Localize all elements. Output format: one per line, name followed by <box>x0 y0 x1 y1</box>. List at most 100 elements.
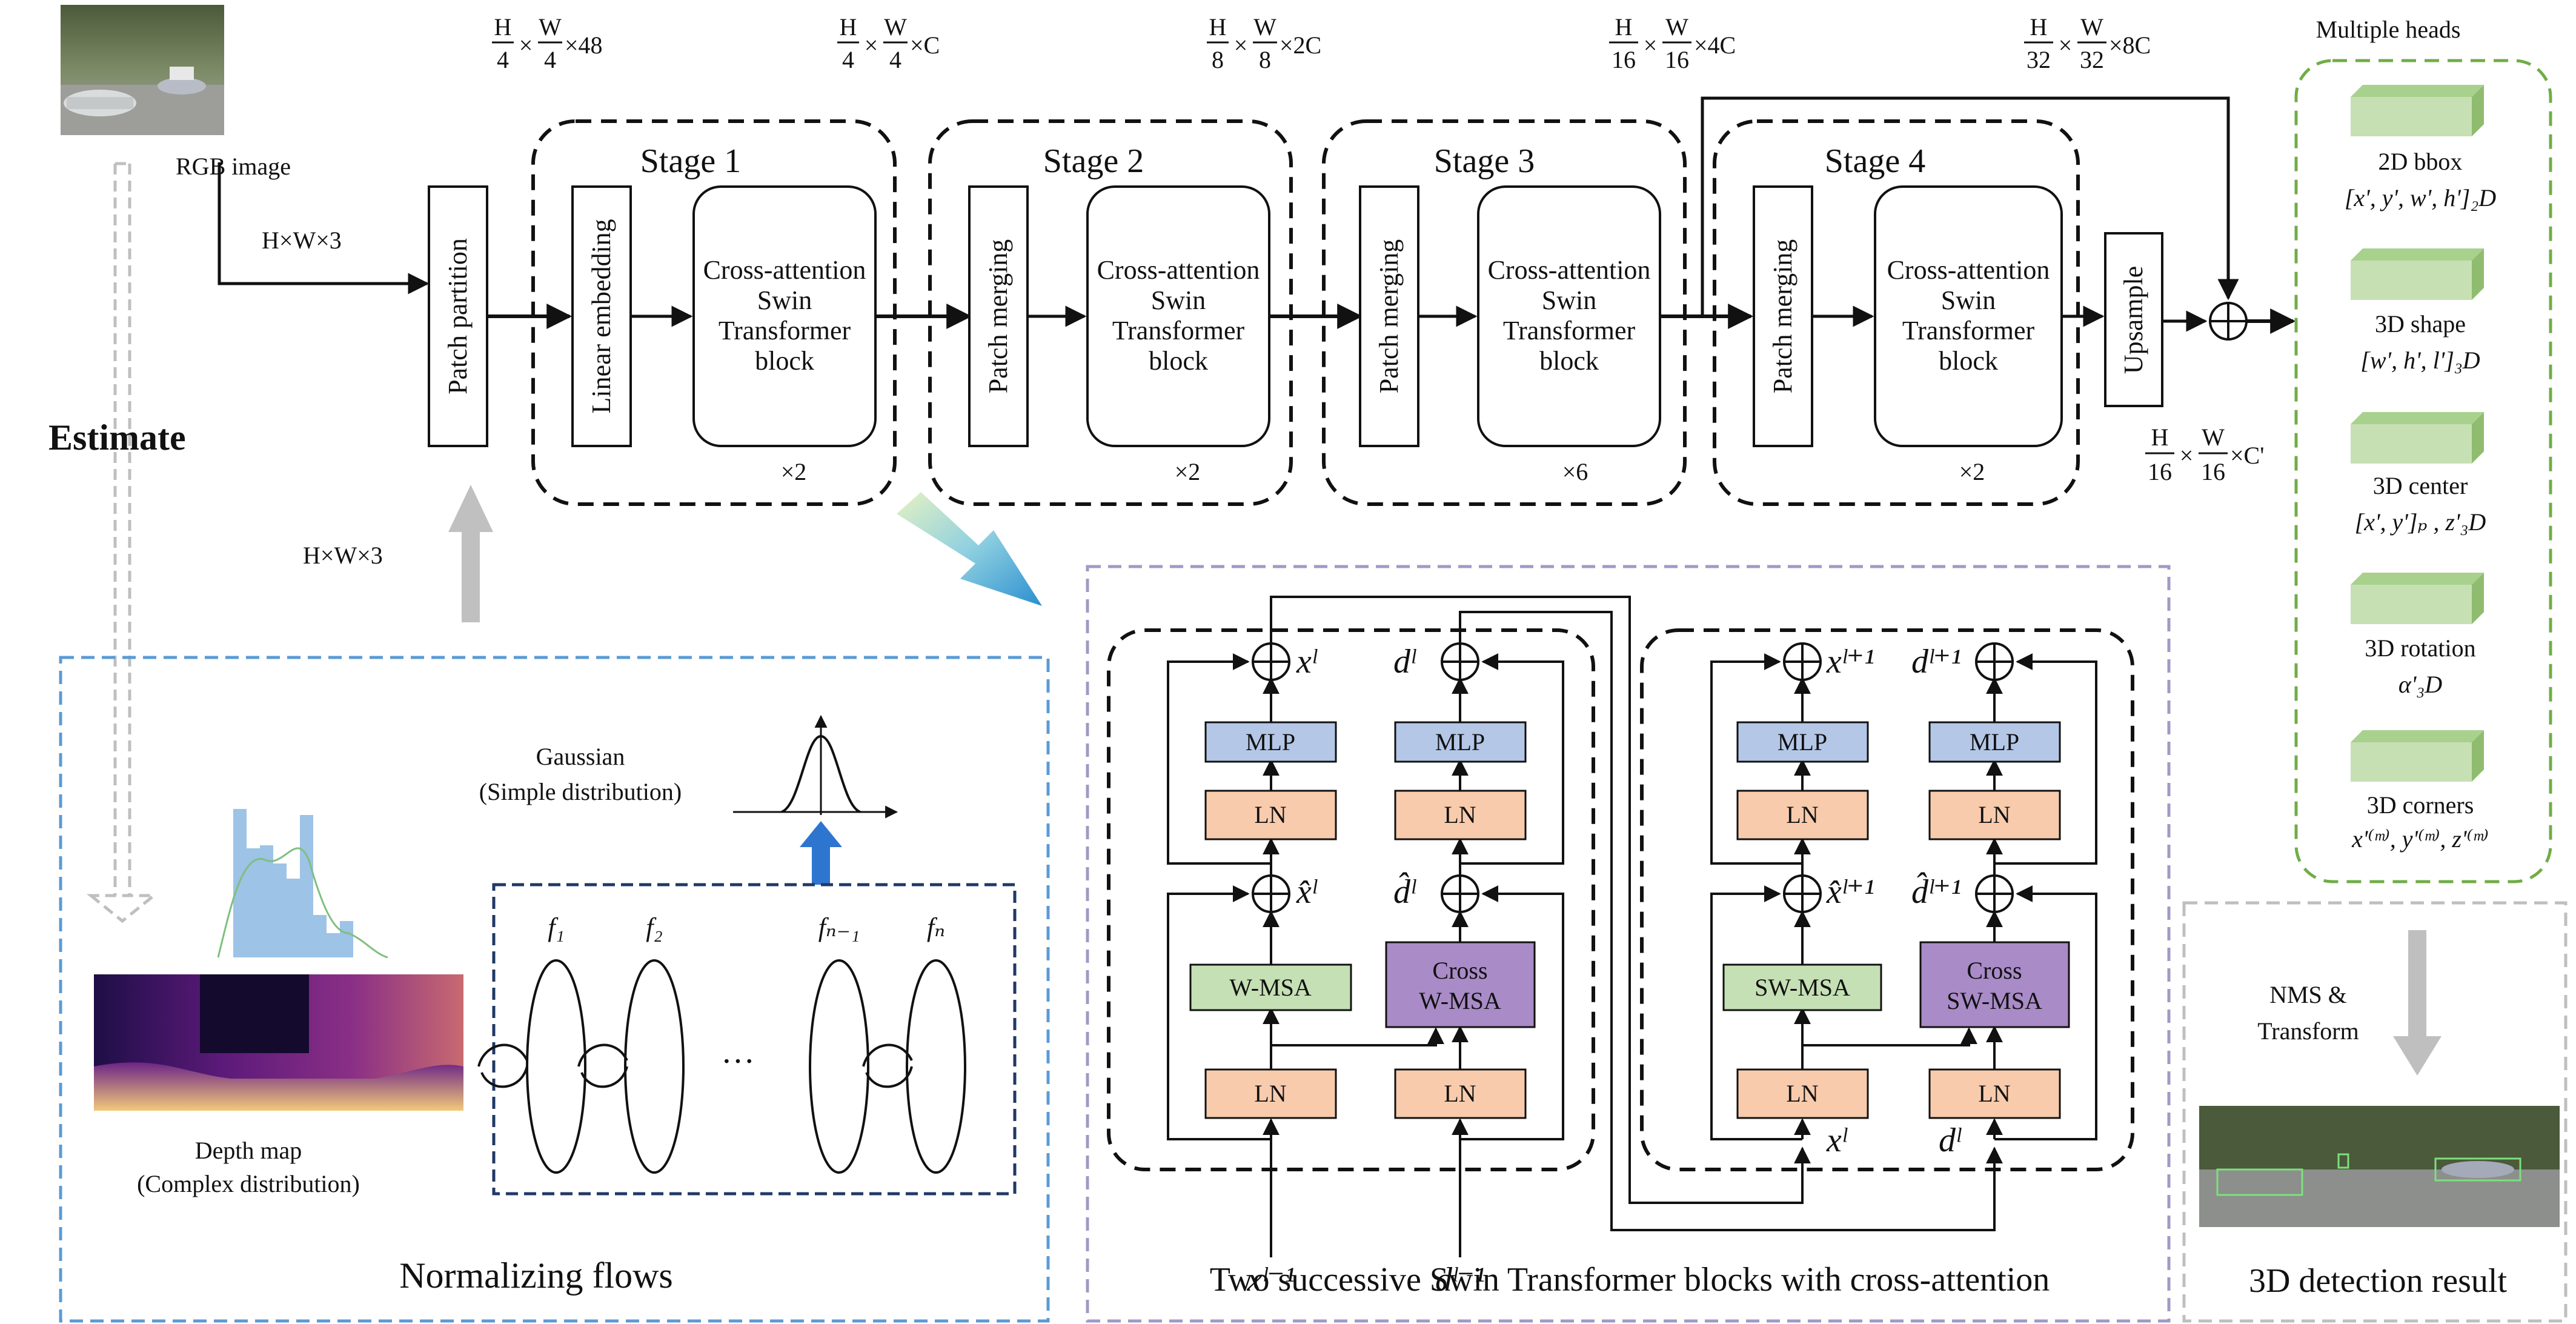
gaussian-label: Gaussian <box>536 743 625 770</box>
stage-3-swin-block: Cross-attention Swin Transformer block <box>1477 185 1661 447</box>
dims-stage-2: H 4 × W 4 ×C <box>837 13 940 73</box>
block2-mlp-left: MLP <box>1736 721 1869 763</box>
svg-text:8: 8 <box>1259 46 1271 73</box>
block2-mlp-right: MLP <box>1928 721 2061 763</box>
head-2d-bbox: 2D bbox [x', y', w', h']₂D <box>2345 85 2496 211</box>
svg-text:LN: LN <box>1978 801 2010 828</box>
svg-text:MLP: MLP <box>1246 728 1295 756</box>
svg-text:block: block <box>1149 346 1208 376</box>
sum-circle <box>2209 302 2248 341</box>
stage-1-frame <box>531 119 897 506</box>
stage-2-swin-block: Cross-attention Swin Transformer block <box>1086 185 1270 447</box>
svg-text:Patch merging: Patch merging <box>1374 239 1404 394</box>
svg-text:16: 16 <box>2148 458 2172 485</box>
svg-text:LN: LN <box>1254 1080 1286 1107</box>
svg-text:MLP: MLP <box>1435 728 1485 756</box>
svg-text:H: H <box>840 13 857 41</box>
block1-mlp-right: MLP <box>1394 721 1527 763</box>
block1-d-column <box>1270 653 1564 1257</box>
svg-text:4: 4 <box>544 46 556 73</box>
svg-text:2D bbox: 2D bbox <box>2378 148 2463 175</box>
block1-ln-top-right: LN <box>1394 790 1527 840</box>
svg-text:4: 4 <box>497 46 509 73</box>
svg-text:3D corners: 3D corners <box>2367 791 2474 819</box>
svg-text:Linear embedding: Linear embedding <box>586 219 616 413</box>
dims-stage-1: H 4 × W 4 ×48 <box>492 13 603 73</box>
stage-1-repeat: ×2 <box>781 458 807 485</box>
svg-text:×48: ×48 <box>565 32 603 59</box>
head-3d-center: 3D center [x', y']ₚ , z'₃D <box>2351 412 2486 536</box>
stage-3-frame <box>1322 119 1687 506</box>
upsample-box: Upsample <box>2104 232 2163 407</box>
svg-text:W-MSA: W-MSA <box>1419 987 1501 1014</box>
head-3d-rotation: 3D rotation α'₃D <box>2351 573 2484 698</box>
svg-text:×4C: ×4C <box>1694 32 1736 59</box>
depth-map-sublabel: (Complex distribution) <box>137 1170 360 1197</box>
sym-xl1: xˡ⁺¹ <box>1826 643 1874 680</box>
svg-text:×: × <box>519 32 533 59</box>
svg-text:LN: LN <box>1444 801 1476 828</box>
stage-4-title: Stage 4 <box>1825 142 1925 180</box>
svg-text:×2C: ×2C <box>1280 32 1321 59</box>
svg-text:×: × <box>2180 442 2194 469</box>
svg-text:Swin: Swin <box>1151 285 1206 315</box>
svg-text:32: 32 <box>2027 46 2051 73</box>
svg-text:W: W <box>884 13 907 41</box>
sym-xhat-l: x̂ˡ <box>1296 873 1318 911</box>
nms-label-line2: Transform <box>2257 1017 2359 1045</box>
svg-text:4: 4 <box>842 46 854 73</box>
heads-title: Multiple heads <box>2316 16 2461 43</box>
svg-text:LN: LN <box>1444 1080 1476 1107</box>
head-3d-shape: 3D shape [w', h', l']₃D <box>2351 248 2484 374</box>
stage-3-repeat: ×6 <box>1562 458 1588 485</box>
svg-text:×: × <box>1644 32 1658 59</box>
svg-text:H: H <box>494 13 512 41</box>
svg-text:Transformer: Transformer <box>1902 316 2035 345</box>
svg-text:MLP: MLP <box>1778 728 1827 756</box>
block2-ln-bottom-right: LN <box>1928 1068 2061 1119</box>
flows-panel <box>59 656 1050 1323</box>
svg-text:4: 4 <box>889 46 901 73</box>
svg-text:Cross-attention: Cross-attention <box>1097 255 1260 285</box>
rgb-to-partition-arrow <box>217 162 430 294</box>
svg-text:Transformer: Transformer <box>1112 316 1245 345</box>
svg-text:W: W <box>1665 13 1688 41</box>
dims-stage-4: H 16 × W 16 ×4C <box>1609 13 1736 73</box>
svg-text:[w', h', l']₃D: [w', h', l']₃D <box>2360 347 2480 374</box>
depth-map-label: Depth map <box>195 1137 302 1164</box>
block1-wmsa: W-MSA <box>1189 963 1352 1011</box>
svg-text:SW-MSA: SW-MSA <box>1947 987 2042 1014</box>
stage-4-repeat: ×2 <box>1959 458 1985 485</box>
svg-text:×: × <box>2059 32 2073 59</box>
skip-connection-arrow <box>1701 96 2239 316</box>
stage-3-patch-merging: Patch merging <box>1359 185 1419 447</box>
svg-text:H: H <box>2151 424 2169 451</box>
svg-text:LN: LN <box>1786 1080 1818 1107</box>
detection-result-image <box>2199 1106 2560 1227</box>
svg-text:Cross: Cross <box>1967 957 2022 984</box>
svg-text:16: 16 <box>1665 46 1689 73</box>
svg-text:LN: LN <box>1786 801 1818 828</box>
flow-f2-label: f₂ <box>646 913 663 942</box>
svg-text:Patch merging: Patch merging <box>1768 239 1798 394</box>
svg-text:MLP: MLP <box>1970 728 2019 756</box>
svg-text:×8C: ×8C <box>2109 32 2151 59</box>
swin-caption: Two successive Swin Transformer blocks w… <box>1210 1261 2050 1299</box>
svg-text:16: 16 <box>1612 46 1636 73</box>
svg-text:block: block <box>755 346 814 376</box>
svg-text:Cross-attention: Cross-attention <box>1887 255 2050 285</box>
svg-text:Cross-attention: Cross-attention <box>703 255 866 285</box>
depth-map <box>94 974 463 1111</box>
stage-2-patch-merging: Patch merging <box>968 185 1029 447</box>
svg-text:Transformer: Transformer <box>719 316 851 345</box>
svg-text:H: H <box>2030 13 2048 41</box>
dims-stage-3: H 8 × W 8 ×2C <box>1207 13 1321 73</box>
sym-x-lm1: xˡ⁻¹ <box>1247 1261 1295 1299</box>
stage-4-frame <box>1713 119 2080 506</box>
swin-block-1-frame <box>1107 628 1595 1171</box>
svg-text:×C: ×C <box>910 32 940 59</box>
svg-text:16: 16 <box>2201 458 2225 485</box>
block1-ln-top-left: LN <box>1204 790 1337 840</box>
svg-text:LN: LN <box>1254 801 1286 828</box>
dims-output: H 16 × W 16 ×C' <box>2145 424 2264 485</box>
